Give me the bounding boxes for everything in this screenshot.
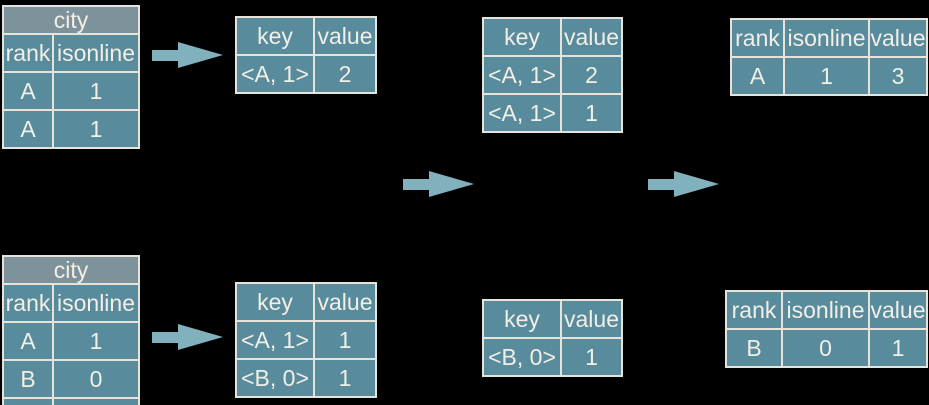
table-map-output-bottom: key value <A, 1> 1 <B, 0> 1 [235,282,377,398]
header-cell: value [562,301,621,337]
data-cell: 0 [783,330,868,366]
data-cell: A [4,73,52,109]
table-city-bottom: city rank isonline A 1 B 0 [2,255,140,405]
table-city-top: city rank isonline A 1 A 1 [2,5,140,149]
data-cell: 1 [870,330,926,366]
data-cell: B [727,330,781,366]
header-cell: value [870,292,926,328]
table-row-partial [4,399,138,405]
data-cell: 1 [785,58,868,94]
table-header-row: rank isonline [4,285,138,321]
data-cell: 1 [315,322,375,358]
data-cell: B [4,361,52,397]
header-cell: key [237,284,313,320]
data-cell: <B, 0> [237,360,313,396]
table-title: city [4,7,138,33]
header-cell: rank [4,285,52,321]
table-row: B 0 1 [727,330,926,366]
arrow-shaft [152,49,178,61]
arrow-shaft [403,178,429,190]
table-result-bottom: rank isonline value B 0 1 [725,290,928,368]
table-row: <A, 1> 1 [484,95,621,131]
header-cell: value [870,20,926,56]
table-row: <A, 1> 1 [237,322,375,358]
data-cell: <B, 0> [484,339,560,375]
data-cell: 0 [54,361,138,397]
data-cell: <A, 1> [237,322,313,358]
table-header-row: rank isonline [4,35,138,71]
table-row: <B, 0> 1 [484,339,621,375]
header-cell: key [484,19,560,55]
table-header-row: key value [237,284,375,320]
table-row: <B, 0> 1 [237,360,375,396]
header-cell: isonline [785,20,868,56]
table-row: city [4,257,138,283]
data-cell: A [732,58,783,94]
arrow-shaft [648,178,674,190]
table-reduce-input-top: key value <A, 1> 2 <A, 1> 1 [482,17,623,133]
table-row: A 1 [4,111,138,147]
data-cell: 2 [562,57,621,93]
table-header-row: rank isonline value [732,20,926,56]
table-header-row: rank isonline value [727,292,926,328]
arrow-head [429,171,474,197]
table-header-row: key value [484,301,621,337]
data-cell: 1 [562,339,621,375]
table-row: A 1 3 [732,58,926,94]
header-cell: key [237,18,313,54]
table-map-output-top: key value <A, 1> 2 [235,16,377,94]
data-cell: 1 [54,111,138,147]
table-result-top: rank isonline value A 1 3 [730,18,928,96]
data-cell: 1 [54,323,138,359]
header-cell: rank [727,292,781,328]
table-row: A 1 [4,323,138,359]
table-row: <A, 1> 2 [484,57,621,93]
data-cell: A [4,323,52,359]
data-cell [4,399,52,405]
table-header-row: key value [237,18,375,54]
arrow-right-icon [648,171,719,197]
arrow-right-icon [403,171,474,197]
data-cell: <A, 1> [484,57,560,93]
header-cell: isonline [54,285,138,321]
table-row: A 1 [4,73,138,109]
arrow-right-icon [152,42,223,68]
data-cell: <A, 1> [484,95,560,131]
header-cell: isonline [54,35,138,71]
table-header-row: key value [484,19,621,55]
table-title: city [4,257,138,283]
header-cell: isonline [783,292,868,328]
data-cell [54,399,138,405]
header-cell: rank [732,20,783,56]
data-cell: 1 [562,95,621,131]
data-cell: 1 [54,73,138,109]
data-cell: A [4,111,52,147]
header-cell: value [562,19,621,55]
data-cell: 1 [315,360,375,396]
arrow-right-icon [152,324,223,350]
arrow-head [674,171,719,197]
arrow-head [178,324,223,350]
header-cell: value [315,18,375,54]
data-cell: <A, 1> [237,56,313,92]
data-cell: 3 [870,58,926,94]
table-row: B 0 [4,361,138,397]
header-cell: rank [4,35,52,71]
header-cell: key [484,301,560,337]
table-reduce-input-bottom: key value <B, 0> 1 [482,299,623,377]
header-cell: value [315,284,375,320]
table-row: <A, 1> 2 [237,56,375,92]
table-row: city [4,7,138,33]
arrow-shaft [152,331,178,343]
data-cell: 2 [315,56,375,92]
arrow-head [178,42,223,68]
